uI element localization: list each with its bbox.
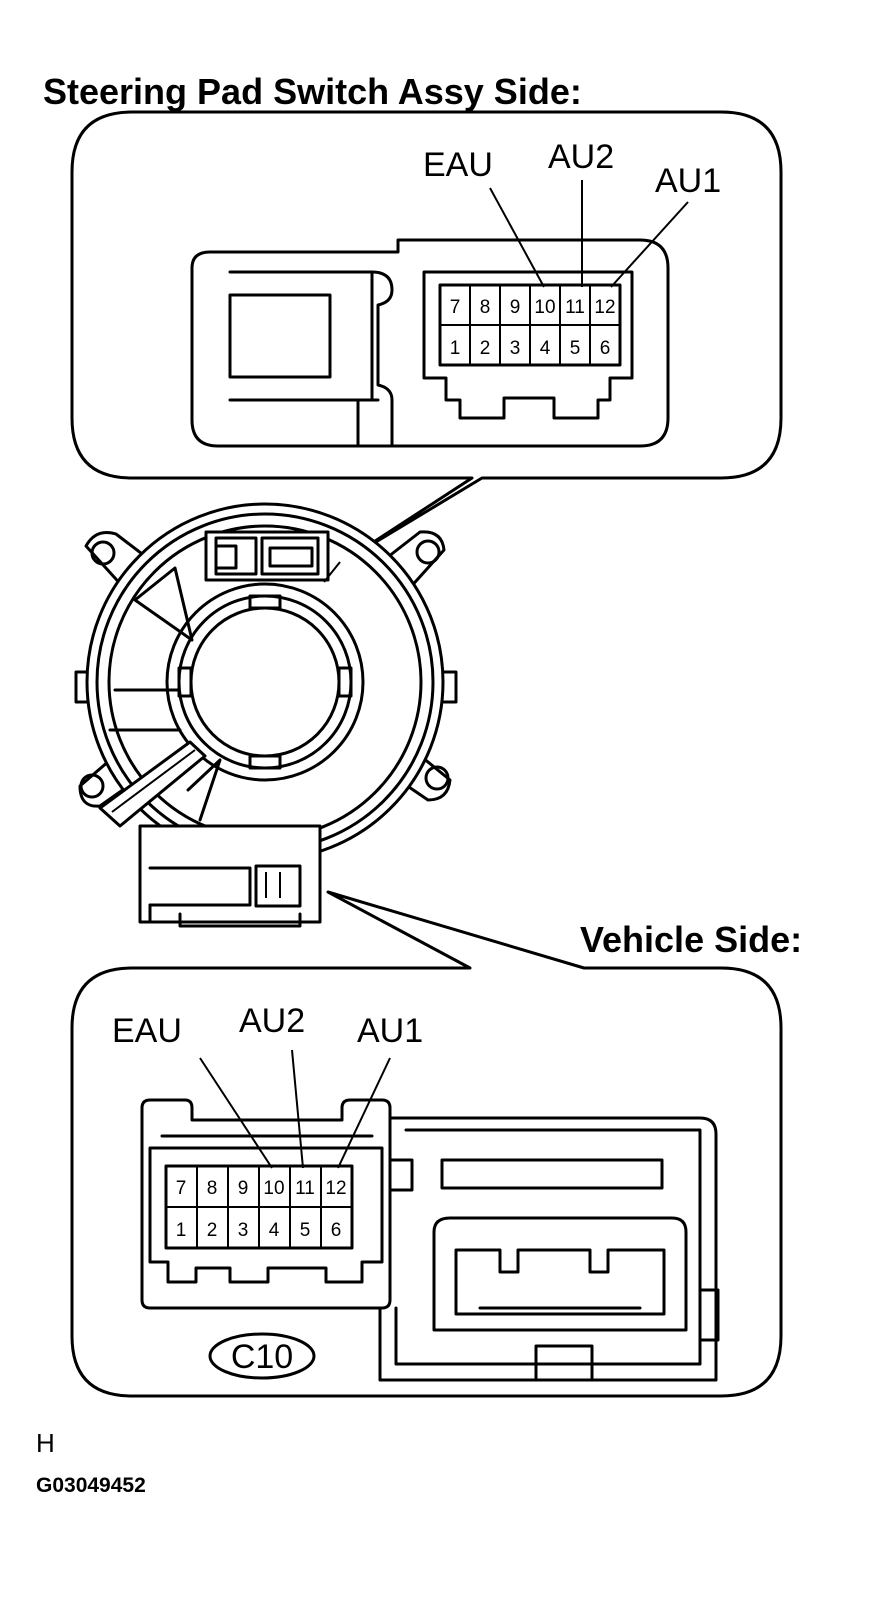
top-label-au2: AU2 — [548, 138, 614, 176]
top-pin-4: 4 — [540, 338, 551, 359]
bottom-pin-1: 1 — [176, 1220, 187, 1241]
bottom-terminal-cavity — [148, 1146, 384, 1284]
top-label-au1: AU1 — [655, 162, 721, 200]
top-pin-2: 2 — [480, 338, 491, 359]
vehicle-side-title: Vehicle Side: — [580, 919, 802, 960]
top-pin-9: 9 — [510, 297, 521, 318]
top-pin-5: 5 — [570, 338, 581, 359]
bottom-pin-7: 7 — [176, 1178, 187, 1199]
spiral-cable-assembly — [74, 502, 458, 928]
bottom-pin-4: 4 — [269, 1220, 280, 1241]
steering-pad-switch-title: Steering Pad Switch Assy Side: — [43, 71, 582, 112]
bottom-pin-11: 11 — [295, 1178, 315, 1199]
bottom-pin-12: 12 — [325, 1178, 346, 1199]
bottom-pin-10: 10 — [263, 1178, 284, 1199]
bottom-leader-eau — [199, 1057, 273, 1169]
top-pin-11: 11 — [565, 297, 585, 318]
top-callout-frame — [70, 110, 783, 562]
figure-id: G03049452 — [36, 1474, 146, 1497]
top-pin-3: 3 — [510, 338, 521, 359]
top-terminal-cavity — [422, 270, 634, 420]
top-label-eau: EAU — [423, 146, 493, 184]
footer-letter: H — [36, 1428, 55, 1458]
top-pin-7: 7 — [450, 297, 461, 318]
top-pin-10: 10 — [534, 297, 555, 318]
bottom-right-body — [378, 1116, 720, 1382]
top-pin-8: 8 — [480, 297, 491, 318]
bottom-pin-3: 3 — [238, 1220, 249, 1241]
top-left-latch — [228, 270, 374, 402]
top-notch — [356, 270, 394, 448]
top-pin-12: 12 — [594, 297, 615, 318]
top-pin-6: 6 — [600, 338, 611, 359]
connector-code: C10 — [231, 1338, 293, 1376]
top-leader-au1 — [610, 201, 689, 288]
top-pin-1: 1 — [450, 338, 461, 359]
bottom-label-au2: AU2 — [239, 1002, 305, 1040]
top-connector-housing — [190, 238, 670, 448]
bottom-leader-au2 — [291, 1049, 304, 1169]
top-latch-window — [228, 293, 332, 379]
connector-code-badge — [208, 1332, 316, 1380]
bottom-pin-6: 6 — [331, 1220, 342, 1241]
bottom-callout-frame — [70, 890, 783, 1398]
bottom-left-connector — [140, 1098, 392, 1310]
bottom-label-eau: EAU — [112, 1012, 182, 1050]
bottom-pin-9: 9 — [238, 1178, 249, 1199]
bottom-label-au1: AU1 — [357, 1012, 423, 1050]
bottom-pin-8: 8 — [207, 1178, 218, 1199]
top-leader-eau — [489, 187, 545, 288]
bottom-pin-5: 5 — [300, 1220, 311, 1241]
bottom-leader-au1 — [337, 1057, 391, 1169]
bottom-pin-2: 2 — [207, 1220, 218, 1241]
